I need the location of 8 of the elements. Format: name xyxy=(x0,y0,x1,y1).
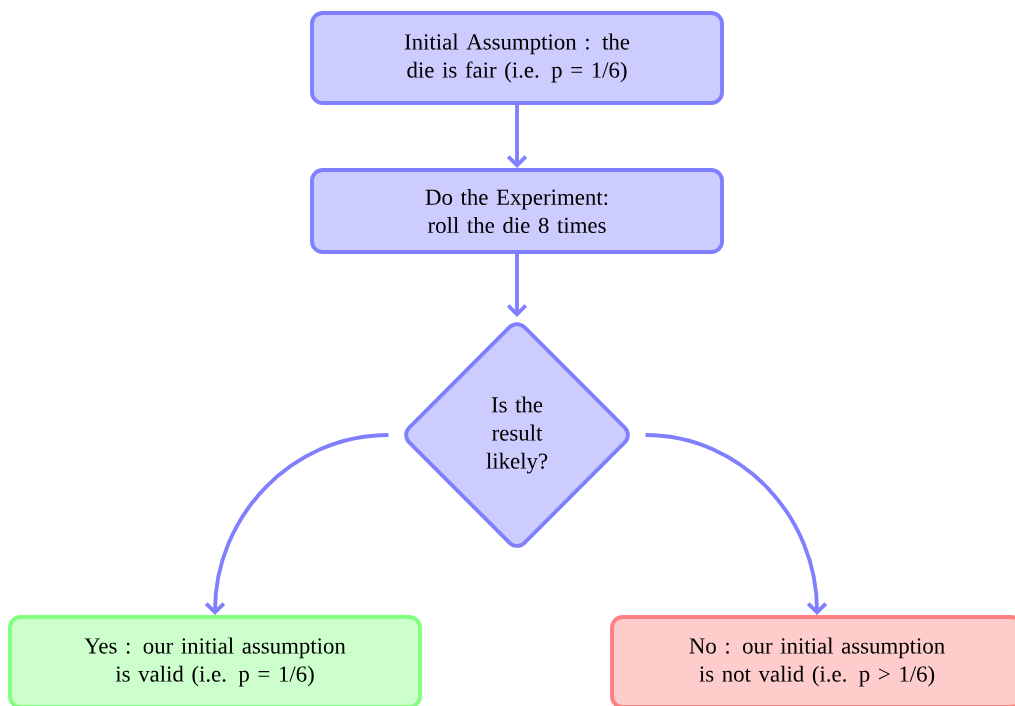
arrow xyxy=(645,433,828,616)
process-box: Initial Assumption : the die is fair (i.e. p = 1/6) xyxy=(310,11,724,105)
process-box: Do the Experiment: roll the die 8 times xyxy=(310,168,724,254)
arrow xyxy=(204,433,389,616)
arrow xyxy=(506,104,528,169)
arrow xyxy=(506,253,528,317)
process-box: No : our initial assumption is not valid (i.e. p > 1/6) xyxy=(610,615,1015,706)
process-box: Yes : our initial assumption is valid (i.e. p = 1/6) xyxy=(8,615,422,706)
